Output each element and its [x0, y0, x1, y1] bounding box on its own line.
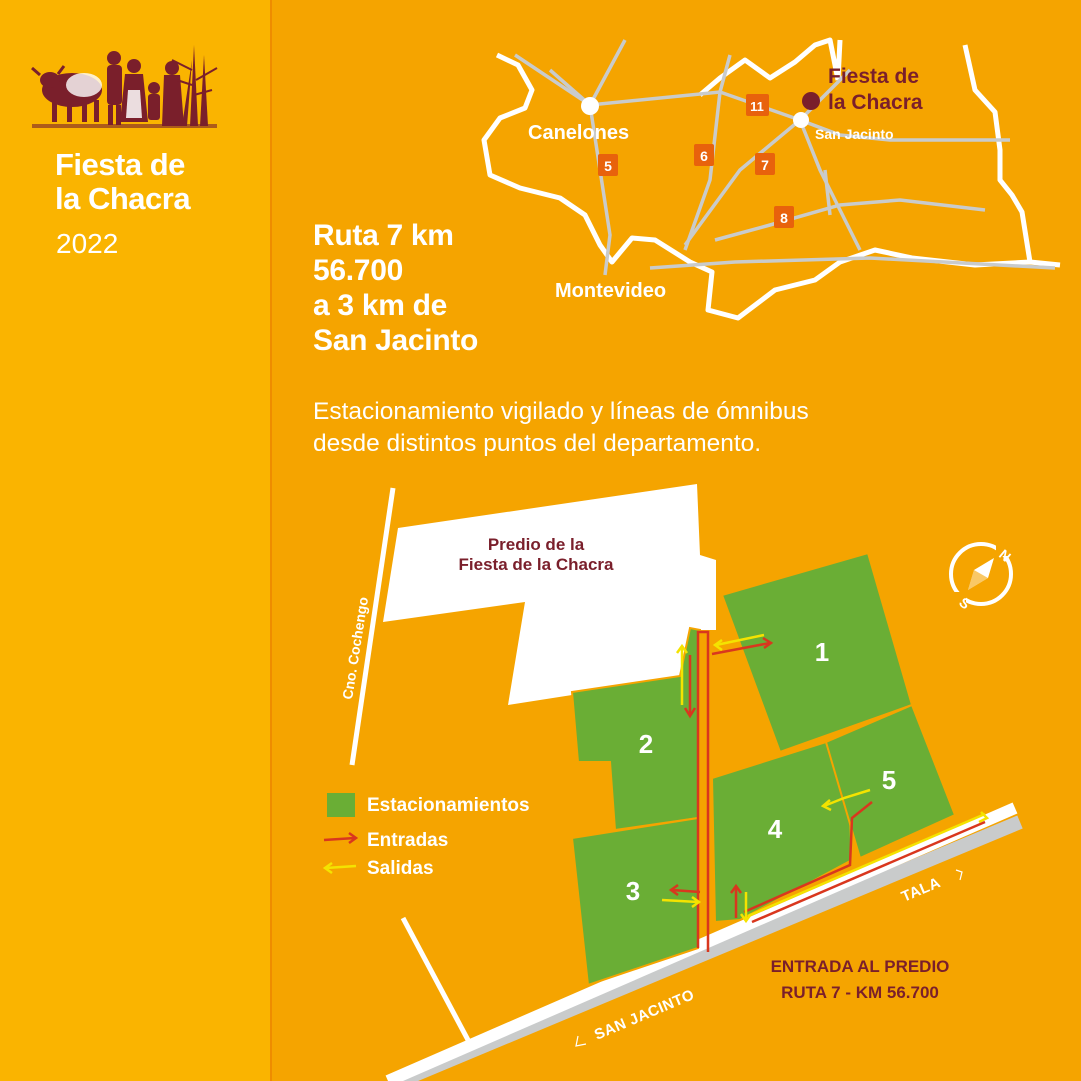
venue-label-line1: Predio de la: [488, 535, 585, 554]
lot-5-label: 5: [882, 765, 896, 795]
lot-1-label: 1: [815, 637, 829, 667]
svg-text:8: 8: [780, 210, 788, 226]
parking-lots: [570, 551, 957, 987]
lot-5: [824, 703, 957, 860]
compass-icon: N S: [949, 540, 1014, 612]
canelones-marker: [581, 97, 599, 115]
svg-text:7: 7: [761, 157, 769, 173]
brand-title-line2: la Chacra: [55, 181, 191, 216]
route-badge-8: 8: [774, 206, 794, 228]
brand-title-line1: Fiesta de: [55, 147, 185, 182]
legend-parking-swatch: [327, 793, 355, 817]
description-line1: Estacionamiento vigilado y líneas de ómn…: [313, 398, 809, 425]
farm-scene-logo: [31, 45, 218, 128]
region-outline: [481, 52, 1061, 321]
route-badge-11: 11: [746, 94, 769, 116]
legend-entries-label: Entradas: [367, 830, 448, 851]
arrow-heads: [668, 636, 990, 924]
route-badge-5: 5: [598, 154, 618, 176]
event-marker: [802, 92, 820, 110]
location-line2: 56.700: [313, 254, 403, 287]
canelones-label: Canelones: [528, 122, 629, 144]
sidebar: Fiesta de la Chacra 2022: [0, 0, 272, 1081]
site-map: Predio de la Fiesta de la Chacra 1 2 3 4…: [339, 484, 1023, 1081]
montevideo-label: Montevideo: [555, 280, 666, 302]
cno-cochengo-road: [349, 487, 396, 766]
route-badge-6: 6: [694, 144, 714, 166]
event-label-line2: la Chacra: [828, 91, 923, 114]
brand-year: 2022: [56, 228, 119, 259]
lot-2-label: 2: [639, 729, 653, 759]
entry-path: [671, 630, 986, 952]
brand-title: Fiesta de la Chacra: [55, 148, 255, 216]
lot-3-label: 3: [626, 876, 640, 906]
location-line1: Ruta 7 km: [313, 219, 454, 252]
tala-direction-icon: [955, 869, 963, 881]
location-block: Ruta 7 km 56.700 a 3 km de San Jacinto: [313, 218, 478, 358]
san-jacinto-road-shadow: [397, 815, 1023, 1081]
legend-entry-arrow-icon: [323, 831, 359, 845]
legend: Estacionamientos Entradas Salidas: [322, 793, 530, 879]
svg-text:11: 11: [750, 99, 764, 114]
event-label-line1: Fiesta de: [828, 65, 919, 88]
entrance-label-line2: RUTA 7 - KM 56.700: [781, 983, 939, 1002]
legend-parking-label: Estacionamientos: [367, 795, 530, 816]
lot-4-label: 4: [768, 814, 783, 844]
location-line3: a 3 km de: [313, 289, 448, 322]
description: Estacionamiento vigilado y líneas de ómn…: [313, 396, 1013, 460]
entrance-label-line1: ENTRADA AL PREDIO: [771, 957, 950, 976]
san-jacinto-marker: [793, 112, 809, 128]
legend-exit-arrow-icon: [322, 861, 357, 875]
region-map: Canelones Montevideo San Jacinto Fiesta …: [481, 37, 1061, 321]
exit-path: [661, 633, 986, 920]
san-jacinto-direction-icon: [575, 1035, 587, 1047]
venue-area: [383, 484, 716, 705]
description-line2: desde distintos puntos del departamento.: [313, 430, 762, 457]
svg-text:6: 6: [700, 148, 708, 164]
svg-text:5: 5: [604, 158, 612, 174]
tala-road-label: TALA: [899, 874, 943, 906]
location-line4: San Jacinto: [313, 324, 479, 357]
route-badge-7: 7: [755, 153, 775, 175]
region-outline-east: [962, 44, 1033, 263]
san-jacinto-label: San Jacinto: [815, 126, 894, 142]
side-road: [400, 916, 471, 1042]
legend-exits-label: Salidas: [367, 858, 434, 879]
venue-label-line2: Fiesta de la Chacra: [459, 555, 615, 574]
